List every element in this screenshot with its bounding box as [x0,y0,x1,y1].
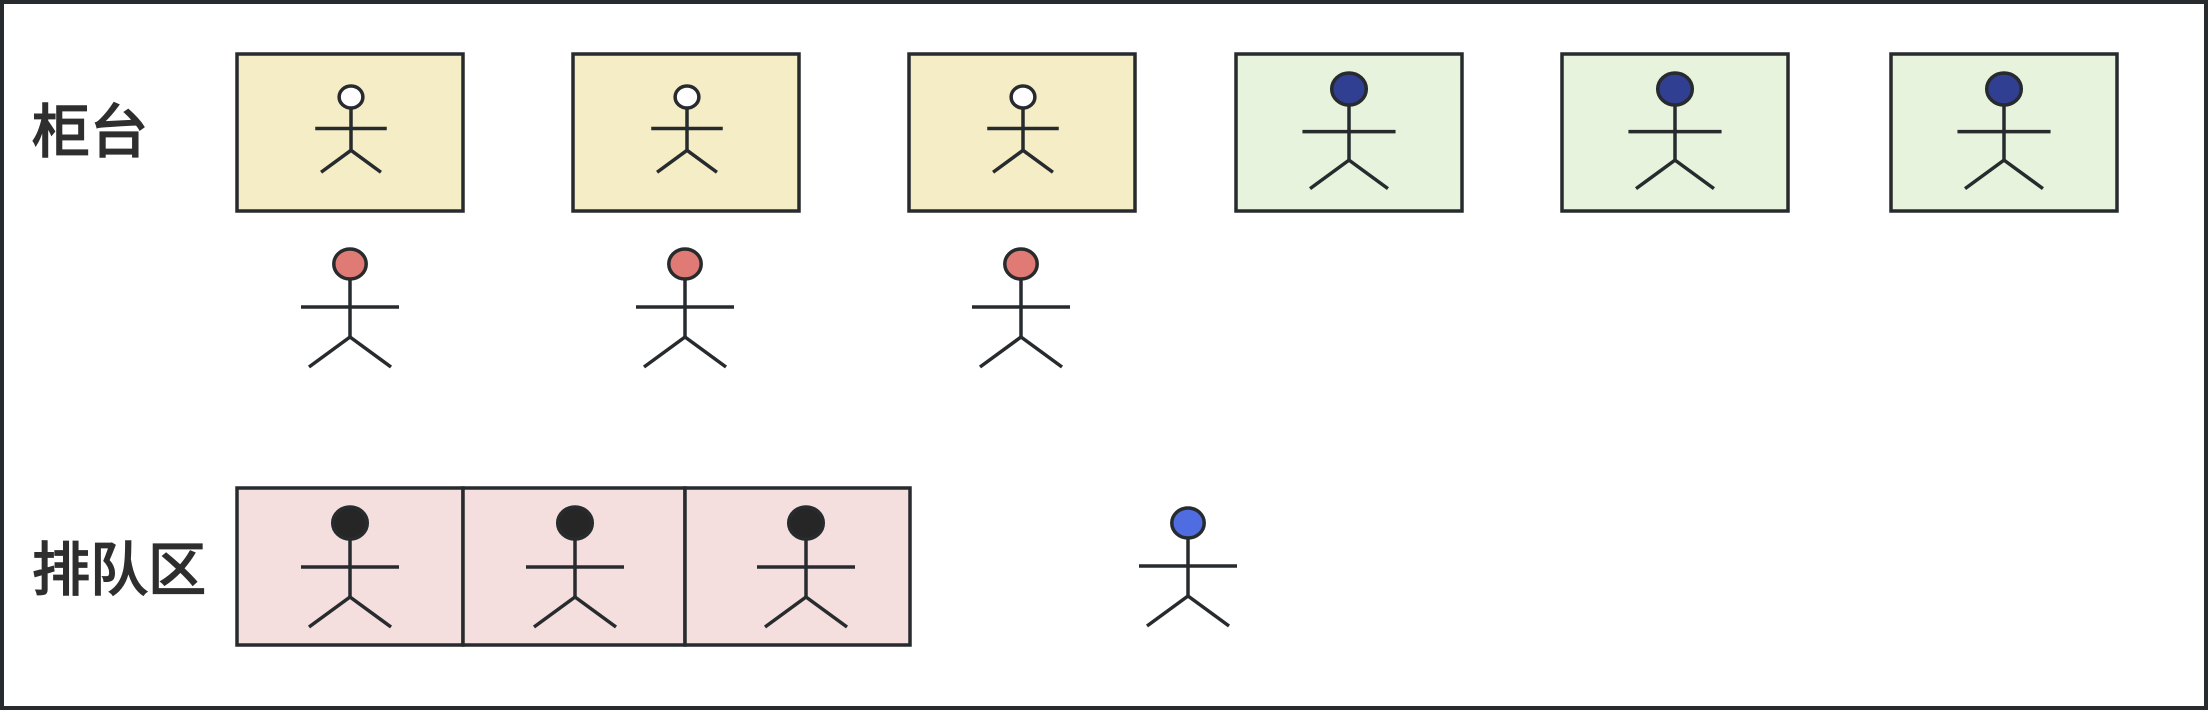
counter-staff-busy-left-leg [1964,158,2006,191]
served-customer [301,247,399,369]
counter-staff-idle-left-leg [656,148,689,174]
served-customers-group [301,247,1070,369]
queued-customer-head [330,505,370,541]
queued-customer [526,505,624,629]
counter-staff-idle-right-leg [1021,148,1054,174]
queued-customer [757,505,855,629]
served-customer-left-leg [978,335,1023,369]
served-customer-head [667,247,703,281]
counter-staff-busy-right-leg [1673,158,1715,191]
queue-row-label: 排队区 [32,536,206,604]
counter-staff-busy [1302,71,1396,191]
served-customer-right-leg [348,335,393,369]
served-customer-head [332,247,368,281]
counter-booth-box [1889,52,2119,213]
queued-customer-head [786,505,826,541]
arriving-customer [1139,506,1237,628]
counter-staff-busy [1957,71,2051,191]
served-customer [636,247,734,369]
served-customer [972,247,1070,369]
arriving-customer-left-leg [1145,594,1190,628]
counter-staff-idle [651,84,723,174]
arriving-customers-group [1139,506,1237,628]
counter-staff-idle-head [673,84,701,110]
counter-staff-idle-head [1009,84,1037,110]
queue-area-group [235,486,912,647]
served-customer-right-leg [1019,335,1064,369]
counter-staff-busy-head [1984,71,2024,107]
served-customer-head [1003,247,1039,281]
queued-customer-head [555,505,595,541]
counter-staff-idle [987,84,1059,174]
arriving-customer-head [1170,506,1206,540]
queue-area [235,486,912,647]
arriving-customer-right-leg [1186,594,1231,628]
counters-group [235,52,2119,213]
counter-staff-busy-head [1655,71,1695,107]
queued-customer-left-leg [763,595,808,629]
counter-staff-busy-head [1329,71,1369,107]
counter-staff-busy-right-leg [1347,158,1389,191]
counter-staff-busy-left-leg [1635,158,1677,191]
counter-booth [1889,52,2119,213]
served-customer-left-leg [307,335,352,369]
counter-staff-busy [1628,71,1722,191]
counter-booth [235,52,465,213]
queued-customer-left-leg [532,595,577,629]
counter-booth [1560,52,1790,213]
queued-customer-left-leg [307,595,352,629]
counter-staff-busy-left-leg [1309,158,1351,191]
counter-booth [571,52,801,213]
counter-staff-idle-right-leg [685,148,718,174]
queued-customer-right-leg [573,595,618,629]
counter-staff-idle-head [337,84,365,110]
counter-staff-idle [315,84,387,174]
queued-customer [301,505,399,629]
counter-staff-idle-left-leg [992,148,1025,174]
queued-customer-right-leg [348,595,393,629]
queued-customer-right-leg [804,595,849,629]
counter-staff-busy-right-leg [2002,158,2044,191]
served-customer-left-leg [642,335,687,369]
counter-booth [1234,52,1464,213]
counter-row-label: 柜台 [32,98,148,166]
counter-staff-idle-right-leg [349,148,382,174]
counter-staff-idle-left-leg [320,148,353,174]
counter-booth [907,52,1137,213]
served-customer-right-leg [683,335,728,369]
